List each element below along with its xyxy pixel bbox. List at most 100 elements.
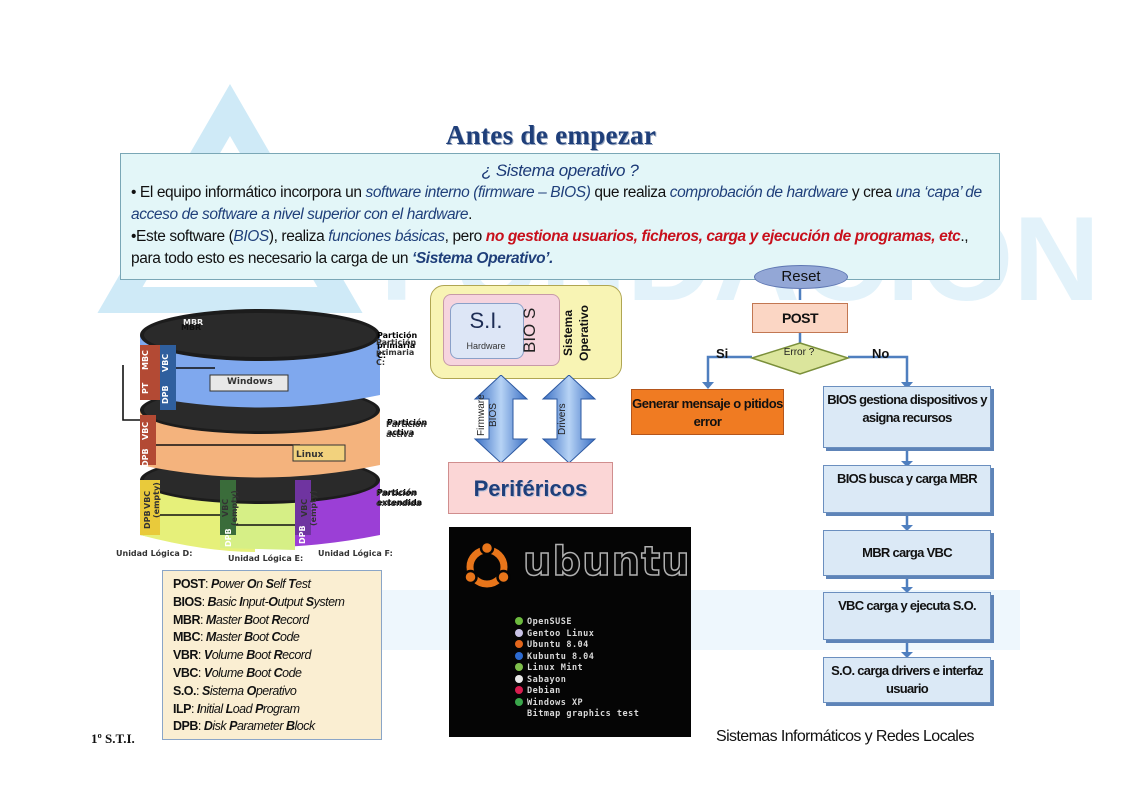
distro-icon	[515, 651, 523, 660]
legend-text-part: :	[201, 594, 208, 609]
unit-f-label: Unidad Lógica F:	[318, 549, 393, 558]
intro-paragraph-2: •Este software (BIOS), realiza funciones…	[131, 226, 989, 270]
windows-label: Windows	[227, 377, 273, 387]
legend-text-part: M	[205, 630, 216, 645]
mbc-label: MBC	[141, 350, 150, 370]
legend-row: DPB: Disk Parameter Block	[173, 718, 381, 736]
boot-menu-item[interactable]: Sabayon	[515, 674, 566, 686]
legend-text-part: DPB	[173, 719, 198, 734]
legend-text-part: M	[205, 612, 216, 627]
dpb-label-2: DPB	[141, 448, 150, 467]
page-title: Antes de empezar	[445, 120, 657, 150]
legend-text-part: :	[190, 701, 197, 716]
distro-icon	[515, 628, 523, 637]
legend-text-part: :	[196, 683, 202, 698]
legend-text-part: perativo	[255, 683, 297, 698]
error-decision-diamond	[749, 342, 851, 375]
legend-text-part: B	[207, 594, 217, 609]
boot-menu-label: Ubuntu 8.04	[527, 640, 589, 650]
legend-text-part: VBR	[173, 648, 198, 663]
legend-text-part: O	[246, 577, 257, 591]
legend-text-part: :	[197, 648, 204, 663]
intro-question: ¿ Sistema operativo ?	[481, 161, 639, 180]
drivers-label: Drivers	[557, 403, 568, 435]
hardware-label: Hardware	[466, 341, 506, 351]
p2-text-e: , pero	[444, 228, 486, 245]
legend-text-part: I	[239, 594, 243, 609]
legend-row: MBC: Master Boot Code	[173, 629, 381, 647]
si-label: S.I.	[469, 308, 503, 333]
part-active-l1: Partición	[387, 417, 428, 427]
distro-icon	[515, 663, 523, 671]
boot-menu-item[interactable]: Debian	[515, 686, 561, 697]
legend-text-part: oot	[252, 612, 272, 627]
part-ext-l2: extendida	[377, 498, 422, 507]
boot-menu-label: Windows XP	[527, 697, 584, 708]
legend-text-part: B	[244, 612, 253, 627]
primary-partition-layer	[140, 309, 380, 408]
part1-l1: Partición	[376, 338, 417, 347]
legend-text-part: L	[225, 701, 234, 716]
legend-text-part: olume	[211, 665, 247, 680]
intro-box: ¿ Sistema operativo ? • El equipo inform…	[120, 153, 1000, 280]
boot-menu-item[interactable]: Gentoo Linux	[515, 628, 594, 640]
linux-label: Linux	[296, 450, 324, 460]
boot-menu-item[interactable]: Kubuntu 8.04	[515, 651, 594, 663]
legend-text-part: V	[203, 665, 212, 680]
mbr-label: MBR	[183, 318, 203, 327]
p2-text-h: ‘Sistema Operativo’.	[411, 250, 553, 267]
legend-text-part: ower	[218, 577, 247, 591]
legend-text-part: :	[199, 630, 206, 645]
p1-text-a: • El equipo informático incorpora un	[131, 184, 366, 201]
legend-text-part: isk	[212, 719, 230, 734]
legend-text-part: T	[288, 577, 296, 591]
legend-text-part: P	[255, 701, 263, 716]
mbr-text: MBR	[181, 323, 202, 332]
intro-paragraph-1: • El equipo informático incorpora un sof…	[131, 182, 989, 226]
perifericos-box: Periféricos	[448, 462, 613, 514]
disk-partition-diagram: MBR Partición primaria C: Partición acti…	[122, 309, 428, 552]
ubuntu-logo-icon	[463, 541, 511, 588]
legend-text-part: est	[295, 577, 311, 591]
legend-text-part: n	[256, 577, 266, 591]
legend-text-part: P	[211, 577, 219, 591]
p2-text-a: •Este software (	[131, 228, 234, 245]
legend-row: MBR: Master Boot Record	[173, 612, 381, 630]
legend-text-part: BIOS	[173, 594, 202, 609]
legend-text-part: arameter	[236, 719, 286, 734]
part3-l2: extendida	[376, 499, 422, 508]
legend-text-part: rogram	[262, 701, 300, 716]
legend-text-part: C	[271, 630, 281, 645]
part-primary-l2: primaria	[377, 341, 415, 350]
boot-menu-item[interactable]: Windows XP	[515, 697, 584, 709]
unit-d-label: Unidad Lógica D:	[116, 549, 193, 558]
part3-l1: Partición	[376, 489, 417, 498]
legend-text-part: oot	[252, 630, 272, 645]
legend-text-part: I	[196, 701, 200, 716]
pt-label: PT	[141, 382, 150, 394]
part2-l1: Partición	[386, 420, 427, 429]
legend-row: BIOS: Basic Input-Output System	[173, 594, 381, 612]
part1-l2: primaria	[376, 348, 415, 357]
legend-text-part: aster	[215, 612, 245, 627]
p1-text-d: comprobación de hardware	[669, 184, 849, 201]
boot-menu-item[interactable]: OpenSUSE	[515, 617, 572, 628]
p2-text-g: ., para todo esto es necesario la carga …	[131, 228, 969, 267]
vbc-label-2: VBC	[141, 421, 150, 440]
boot-menu-label: OpenSUSE	[527, 617, 572, 627]
part2-l2: activa	[386, 430, 414, 439]
boot-menu-label: Bitmap graphics test	[527, 709, 640, 719]
boot-menu-item[interactable]: Linux Mint	[515, 663, 583, 674]
legend-row: S.O.: Sistema Operativo	[173, 683, 381, 701]
legend-row: VBR: Volume Boot Record	[173, 647, 381, 665]
boot-menu-item[interactable]: Ubuntu 8.04	[515, 640, 589, 651]
legend-text-part: elf	[273, 577, 289, 591]
boot-menu-item[interactable]: Bitmap graphics test	[515, 709, 639, 720]
legend-text-part: aster	[215, 630, 245, 645]
boot-menu-label: Linux Mint	[527, 663, 584, 673]
legend-row: POST: Power On Self Test	[173, 576, 381, 594]
distro-icon	[515, 674, 523, 683]
flow-step-5: S.O. carga drivers e interfaz usuario	[823, 657, 991, 703]
